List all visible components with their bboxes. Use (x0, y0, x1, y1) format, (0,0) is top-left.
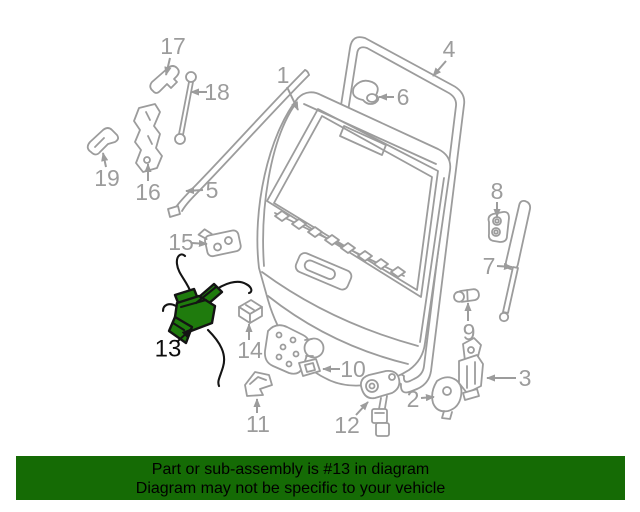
callout-number-15: 15 (168, 229, 194, 255)
callout-number-8: 8 (491, 178, 504, 204)
callout-number-10: 10 (340, 356, 366, 382)
callout-arrow-5 (185, 186, 204, 195)
callout-number-16: 16 (135, 179, 161, 205)
part-16-hinge-drawing (133, 103, 163, 173)
part-2-striker-cover-drawing (431, 376, 463, 420)
callout-arrow-17 (164, 57, 172, 76)
part-12-handle-switch-drawing (360, 370, 401, 437)
callout-number-7: 7 (483, 253, 496, 279)
part-18-rod-drawing (174, 71, 197, 145)
callout-number-17: 17 (160, 33, 186, 59)
part-13-lock-actuator-highlighted (161, 253, 253, 388)
highlight-banner: Part or sub-assembly is #13 in diagram D… (16, 456, 625, 500)
license-plate-recess (294, 252, 353, 291)
callout-number-18: 18 (204, 79, 230, 105)
callout-arrow-4 (432, 60, 447, 77)
callout-arrow-19 (101, 152, 109, 168)
callout-number-3: 3 (519, 365, 532, 391)
part-11-wedge-drawing (244, 371, 273, 397)
callout-arrow-12 (355, 401, 369, 416)
callout-number-13: 13 (155, 336, 182, 363)
callout-number-12: 12 (334, 412, 360, 438)
callout-number-2: 2 (407, 386, 420, 412)
callout-arrow-1 (286, 86, 299, 111)
part-17-lever-drawing (149, 65, 180, 94)
part-15-plate-drawing (197, 228, 242, 258)
liftgate-clips-row (274, 210, 406, 278)
callout-number-6: 6 (397, 84, 410, 110)
part-8-bracket-drawing (487, 210, 510, 243)
callout-number-9: 9 (463, 319, 476, 345)
part-14-clip-drawing (238, 299, 263, 324)
part-19-bracket-drawing (86, 127, 120, 156)
banner-line-2: Diagram may not be specific to your vehi… (135, 480, 446, 497)
callout-number-11: 11 (246, 411, 270, 437)
part-3-striker-drawing (458, 337, 484, 401)
part-5-side-weatherstrip-drawing (167, 69, 310, 218)
part-6-grommet-drawing (352, 79, 380, 105)
part-9-ball-stud-drawing (453, 288, 480, 303)
callout-arrow-2 (420, 394, 435, 402)
part-7-lift-support-drawing (498, 199, 532, 323)
part-10-latch-motor-drawing (264, 324, 325, 377)
callout-number-1: 1 (277, 62, 290, 88)
callout-arrows (101, 57, 516, 416)
callout-number-4: 4 (443, 36, 456, 62)
callout-number-19: 19 (94, 165, 120, 191)
banner-line-1: Part or sub-assembly is #13 in diagram (151, 461, 430, 478)
callout-arrow-13 (177, 328, 192, 342)
callout-arrow-15 (191, 239, 208, 248)
callout-arrow-7 (496, 262, 513, 271)
callout-number-14: 14 (237, 337, 263, 363)
callout-number-5: 5 (206, 177, 219, 203)
